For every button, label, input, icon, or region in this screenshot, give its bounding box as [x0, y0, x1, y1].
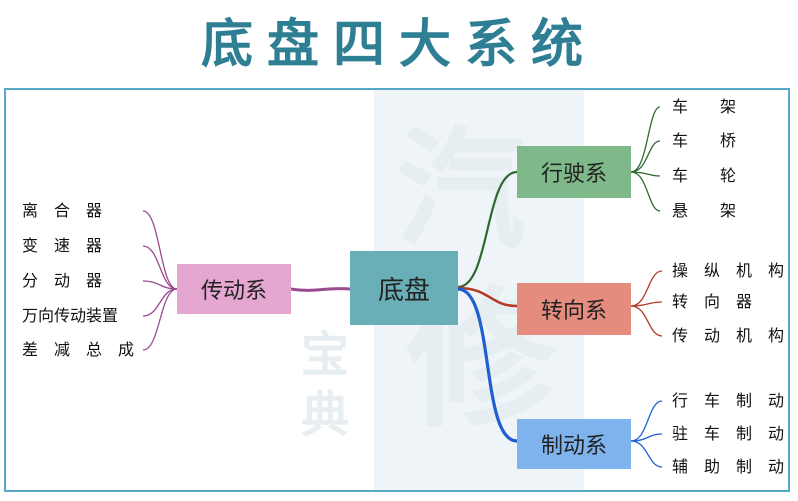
- braking-item-3: 辅 助 制 动: [672, 457, 785, 476]
- steering-item-3: 传 动 机 构: [672, 326, 785, 345]
- driving-link: [457, 170, 518, 289]
- driving-item-3: 车 轮: [672, 166, 737, 185]
- steering-item-1: 操 纵 机 构: [672, 261, 785, 280]
- transmission-connectors: [142, 210, 178, 351]
- driving-item-4: 悬 架: [672, 201, 737, 220]
- transmission-node: 传动系: [177, 264, 291, 314]
- driving-item-1: 车 架: [672, 97, 737, 116]
- transmission-item-5: 差 减 总 成: [22, 340, 135, 359]
- braking-connectors: [630, 400, 663, 468]
- watermark-char-1: 汽: [396, 113, 527, 266]
- braking-item-1: 行 车 制 动: [672, 391, 785, 410]
- transmission-item-2: 变 速 器: [22, 236, 103, 255]
- watermark-char-4: 典: [301, 387, 350, 443]
- transmission-item-1: 离 合 器: [22, 201, 103, 220]
- braking-node: 制动系: [517, 419, 631, 469]
- center-node: 底盘: [350, 251, 458, 325]
- steering-item-2: 转 向 器: [672, 292, 753, 311]
- steering-node: 转向系: [517, 283, 631, 335]
- page-title: 底盘四大系统: [200, 14, 597, 75]
- braking-link: [457, 287, 518, 443]
- steering-connectors: [630, 270, 663, 337]
- transmission-item-3: 分 动 器: [22, 271, 103, 290]
- steering-link: [457, 286, 518, 308]
- watermark-char-3: 宝: [301, 327, 350, 383]
- transmission-item-4: 万向传动装置: [22, 306, 119, 325]
- braking-item-2: 驻 车 制 动: [672, 424, 785, 443]
- driving-node: 行驶系: [517, 146, 631, 198]
- driving-connectors: [630, 106, 661, 212]
- transmission-link: [290, 287, 351, 292]
- driving-item-2: 车 桥: [672, 131, 737, 150]
